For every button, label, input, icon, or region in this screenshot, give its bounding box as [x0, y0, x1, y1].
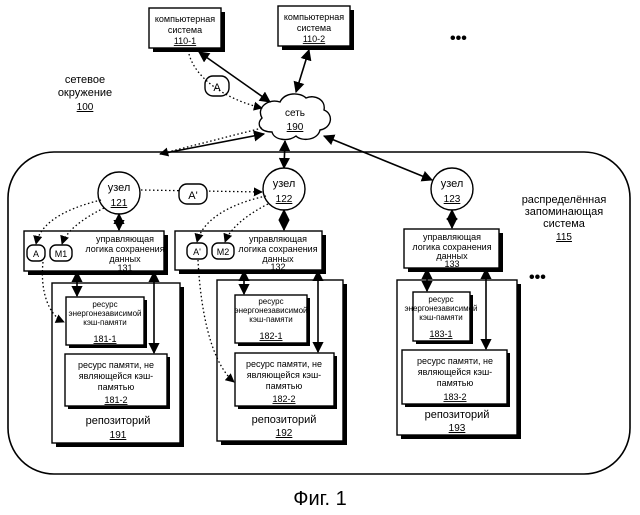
svg-text:являющейся кэш-: являющейся кэш-: [247, 370, 321, 380]
svg-text:сетевое: сетевое: [65, 74, 105, 86]
link-network-edge-left: [160, 134, 264, 154]
ellipsis-top: •••: [450, 30, 467, 47]
network-cloud: сеть 190: [259, 94, 330, 140]
svg-text:памятью: памятью: [437, 378, 474, 388]
svg-text:ресурс: ресурс: [92, 300, 117, 309]
svg-text:кэш-памяти: кэш-памяти: [419, 313, 463, 322]
svg-text:компьютерная: компьютерная: [155, 14, 215, 24]
svg-text:являющейся кэш-: являющейся кэш-: [418, 367, 492, 377]
svg-text:управляющая: управляющая: [249, 234, 307, 244]
svg-text:M2: M2: [217, 247, 230, 257]
svg-text:110-2: 110-2: [303, 34, 325, 44]
svg-text:A: A: [213, 82, 221, 94]
svg-text:100: 100: [77, 102, 94, 113]
svg-text:183-2: 183-2: [443, 392, 466, 402]
repository-193: ресурс энергонезависимой кэш-памяти 183-…: [397, 280, 521, 439]
svg-text:репозиторий: репозиторий: [252, 414, 317, 426]
svg-text:A: A: [33, 249, 39, 259]
svg-text:система: система: [297, 23, 331, 33]
dotted-network-edge-left: [160, 128, 262, 154]
distributed-storage-label: распределённая запоминающая система 115: [522, 194, 607, 243]
repository-192: ресурс энергонезависимой кэш-памяти 182-…: [217, 280, 347, 445]
svg-text:ресурс памяти, не: ресурс памяти, не: [246, 359, 322, 369]
message-a-prime-logic-132: A': [187, 243, 207, 259]
svg-text:122: 122: [276, 194, 293, 205]
svg-text:M1: M1: [55, 249, 68, 259]
svg-text:памятью: памятью: [98, 382, 135, 392]
svg-text:являющейся кэш-: являющейся кэш-: [79, 371, 153, 381]
svg-text:энергонезависимой: энергонезависимой: [68, 309, 141, 318]
svg-text:репозиторий: репозиторий: [86, 415, 151, 427]
svg-text:182-1: 182-1: [259, 331, 282, 341]
svg-text:узел: узел: [108, 182, 131, 194]
ellipsis-right: •••: [529, 269, 546, 286]
svg-text:181-1: 181-1: [93, 334, 116, 344]
svg-text:узел: узел: [273, 178, 296, 190]
svg-text:памятью: памятью: [266, 381, 303, 391]
svg-text:управляющая: управляющая: [423, 232, 481, 242]
svg-text:193: 193: [449, 423, 466, 434]
computer-system-110-1: компьютерная система 110-1: [149, 8, 225, 52]
svg-text:узел: узел: [441, 178, 464, 190]
svg-text:кэш-памяти: кэш-памяти: [249, 315, 293, 324]
link-network-node-123: [324, 136, 432, 180]
message-m2-logic-132: M2: [212, 243, 234, 259]
svg-text:190: 190: [287, 122, 304, 133]
message-a-logic-131: A: [27, 245, 45, 261]
svg-text:183-1: 183-1: [429, 329, 452, 339]
svg-text:A': A': [193, 247, 201, 257]
node-121: узел 121: [98, 172, 140, 214]
network-environment-label: сетевое окружение 100: [58, 74, 112, 113]
svg-text:кэш-памяти: кэш-памяти: [83, 318, 127, 327]
svg-text:логика сохранения: логика сохранения: [85, 244, 164, 254]
node-122: узел 122: [263, 168, 305, 210]
node-123: узел 123: [431, 168, 473, 210]
link-network-node-122: [284, 141, 285, 168]
svg-text:репозиторий: репозиторий: [425, 409, 490, 421]
svg-text:окружение: окружение: [58, 87, 112, 99]
svg-text:энергонезависимой: энергонезависимой: [234, 306, 307, 315]
repository-191: ресурс энергонезависимой кэш-памяти 181-…: [52, 283, 184, 447]
svg-text:запоминающая: запоминающая: [525, 206, 604, 218]
svg-text:ресурс памяти, не: ресурс памяти, не: [78, 360, 154, 370]
svg-text:система: система: [168, 25, 202, 35]
svg-text:ресурс памяти, не: ресурс памяти, не: [417, 356, 493, 366]
svg-text:182-2: 182-2: [272, 394, 295, 404]
svg-text:ресурс: ресурс: [428, 295, 453, 304]
svg-text:управляющая: управляющая: [96, 234, 154, 244]
svg-text:система: система: [543, 218, 586, 230]
svg-text:A': A': [188, 190, 197, 202]
svg-text:распределённая: распределённая: [522, 194, 607, 206]
svg-text:115: 115: [556, 232, 572, 243]
message-m1-logic-131: M1: [50, 245, 72, 261]
computer-system-110-2: компьютерная система 110-2: [278, 6, 354, 50]
svg-text:192: 192: [276, 428, 293, 439]
svg-text:191: 191: [110, 430, 127, 441]
message-a-network: A: [205, 76, 229, 96]
svg-text:логика сохранения: логика сохранения: [238, 244, 317, 254]
svg-text:энергонезависимой: энергонезависимой: [404, 304, 477, 313]
svg-text:компьютерная: компьютерная: [284, 12, 344, 22]
link-110-2-network: [296, 50, 309, 92]
svg-text:133: 133: [444, 259, 459, 269]
svg-text:сеть: сеть: [285, 108, 305, 119]
svg-text:110-1: 110-1: [174, 36, 196, 46]
svg-text:181-2: 181-2: [104, 395, 127, 405]
message-a-prime-nodes: A': [179, 184, 207, 204]
svg-text:123: 123: [444, 194, 461, 205]
svg-text:121: 121: [111, 198, 128, 209]
svg-text:131: 131: [117, 263, 132, 273]
figure-caption: Фиг. 1: [293, 488, 346, 510]
svg-text:132: 132: [270, 262, 285, 272]
svg-text:ресурс: ресурс: [258, 297, 283, 306]
logic-block-133: управляющая логика сохранения данных 133: [404, 229, 503, 272]
